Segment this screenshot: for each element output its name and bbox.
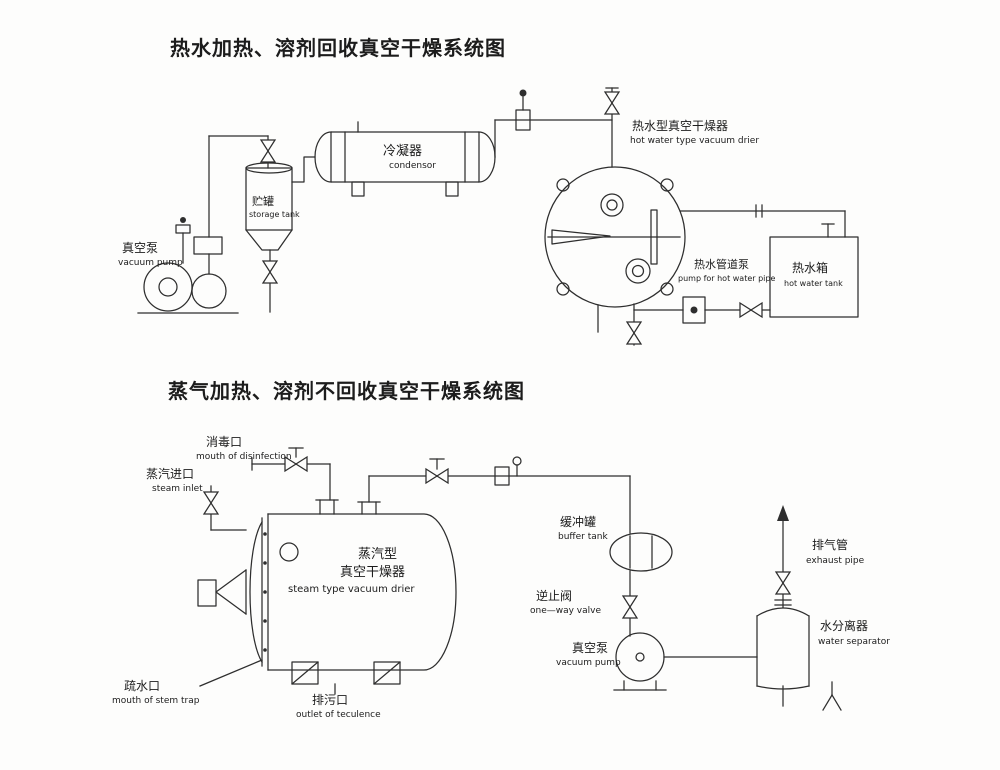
label-hot-water-tank-en: hot water tank	[784, 279, 843, 288]
gate-valve-icon	[425, 468, 449, 484]
water-separator-symbol	[756, 505, 842, 711]
label-hot-drier-en: hot water type vacuum drier	[630, 136, 759, 146]
vacuum-pump-symbol	[137, 217, 239, 314]
hot-water-drier-symbol	[544, 166, 686, 308]
label-exhaust-pipe-en: exhaust pipe	[806, 556, 865, 566]
label-hot-water-tank-cn: 热水箱	[792, 260, 828, 275]
label-buffer-tank-en: buffer tank	[558, 532, 608, 542]
label-water-separator-cn: 水分离器	[820, 618, 868, 633]
label-outlet-en: outlet of teculence	[296, 710, 381, 720]
label-vacuum-pump-cn: 真空泵	[122, 241, 158, 255]
piping-top-middle	[494, 87, 619, 168]
label-one-way-valve-en: one—way valve	[530, 606, 601, 616]
label-vacuum-pump2-en: vacuum pump	[556, 658, 621, 668]
label-steam-inlet-cn: 蒸汽进口	[146, 466, 194, 481]
label-steam-drier-cn1: 蒸汽型	[358, 547, 397, 562]
gate-valve-icon	[203, 491, 219, 515]
gate-valve-icon	[626, 321, 642, 345]
label-disinfection-en: mouth of disinfection	[196, 452, 292, 462]
piping-steam-inlet	[210, 485, 247, 531]
label-disinfection-cn: 消毒口	[206, 435, 242, 449]
vacuum-pump-bottom-symbol	[613, 632, 758, 691]
label-vacuum-pump2-cn: 真空泵	[572, 641, 608, 655]
gate-valve-icon	[775, 571, 791, 595]
label-hot-water-pump-en: pump for hot water pipe	[678, 274, 775, 283]
label-condenser-en: condensor	[389, 161, 436, 171]
one-way-valve-icon	[622, 595, 638, 619]
label-steam-inlet-en: steam inlet	[152, 484, 203, 494]
label-storage-tank-cn: 贮罐	[252, 195, 274, 208]
storage-tank-symbol	[245, 162, 293, 251]
label-condenser-cn: 冷凝器	[383, 143, 422, 159]
label-storage-tank-en: storage tank	[249, 210, 300, 219]
diagram-title-bottom: 蒸气加热、溶剂不回收真空干燥系统图	[168, 379, 525, 403]
label-hot-water-pump-cn: 热水管道泵	[694, 257, 749, 271]
label-steam-trap-en: mouth of stem trap	[112, 696, 200, 706]
condenser-symbol	[314, 121, 496, 197]
label-steam-trap-cn: 疏水口	[124, 678, 160, 693]
piping-top-right	[597, 204, 846, 346]
gate-valve-icon	[604, 91, 620, 115]
label-outlet-cn: 排污口	[312, 693, 348, 707]
label-buffer-tank-cn: 缓冲罐	[560, 514, 596, 529]
gate-valve-icon	[739, 302, 763, 318]
hot-water-tank-symbol	[769, 236, 859, 318]
gate-valve-icon	[262, 260, 278, 284]
label-exhaust-pipe-cn: 排气管	[812, 537, 848, 552]
piping-bottom-main	[368, 456, 631, 534]
steam-drier-symbol	[197, 499, 457, 695]
label-one-way-valve-cn: 逆止阀	[536, 588, 572, 603]
diagram-title-top: 热水加热、溶剂回收真空干燥系统图	[170, 36, 506, 60]
label-vacuum-pump-en: vacuum pump	[118, 258, 183, 268]
label-water-separator-en: water separator	[818, 637, 890, 647]
label-steam-drier-en: steam type vacuum drier	[288, 584, 415, 595]
label-steam-drier-cn2: 真空干燥器	[340, 565, 405, 580]
gate-valve-icon	[260, 139, 276, 163]
buffer-tank-symbol	[609, 532, 673, 572]
label-hot-drier-cn: 热水型真空干燥器	[632, 119, 728, 133]
